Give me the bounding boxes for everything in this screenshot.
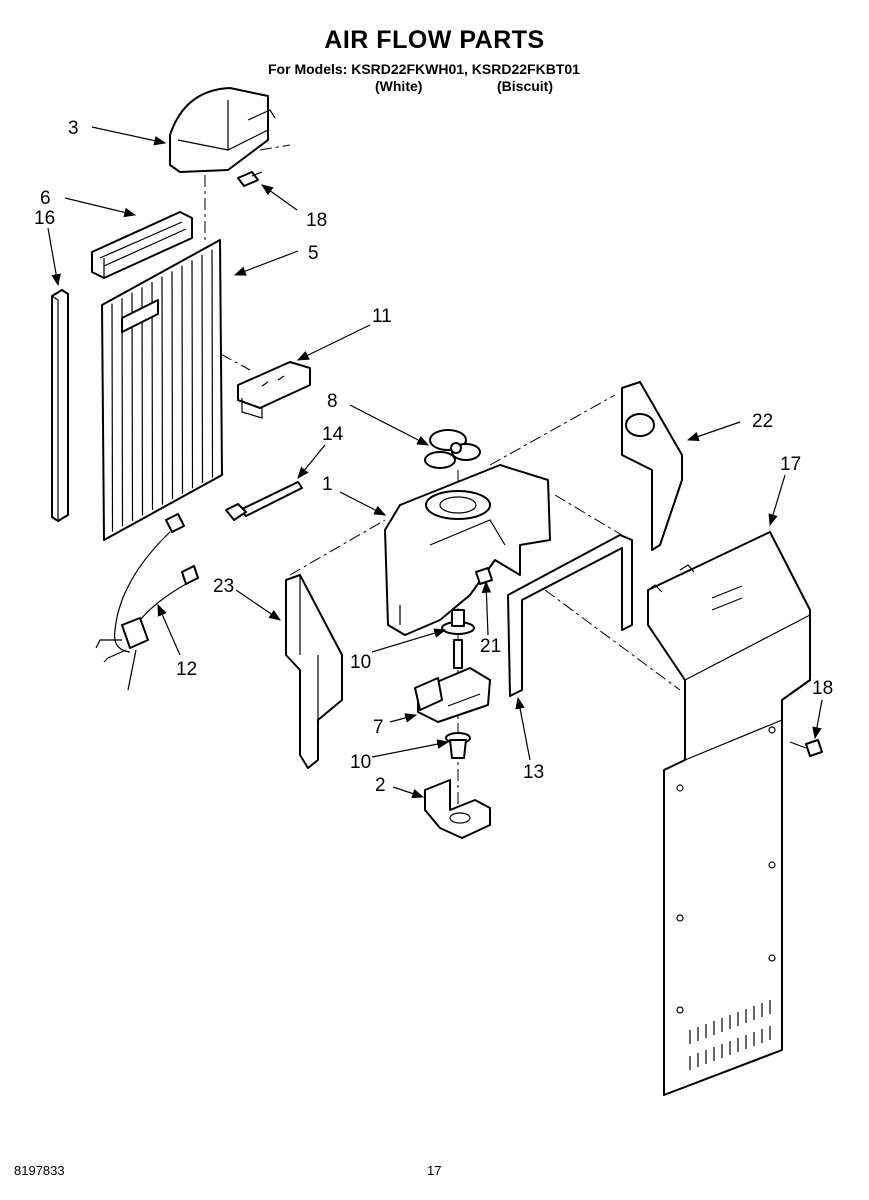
part-13-gasket: [507, 534, 633, 697]
callout-10-lower: 10: [350, 752, 371, 773]
part-17-air-duct-panel: [647, 531, 811, 1096]
part-22-side-duct: [621, 381, 683, 551]
variant-biscuit: (Biscuit): [497, 78, 553, 94]
part-14-heater: [225, 481, 303, 521]
part-10-grommet-lower: [445, 732, 471, 759]
part-18-screw-lower: [789, 739, 823, 757]
part-7-fan-motor: [414, 639, 491, 723]
callout-5: 5: [308, 243, 319, 264]
part-6-grille: [91, 211, 193, 279]
callout-2: 2: [375, 775, 386, 796]
callout-16: 16: [34, 208, 55, 229]
part-23-side-duct: [285, 574, 343, 769]
part-1-fan-shroud: [384, 464, 551, 636]
callout-18-lower: 18: [812, 678, 833, 699]
part-2-motor-bracket: [424, 779, 491, 839]
page-number: 17: [427, 1163, 442, 1178]
model-numbers: For Models: KSRD22FKWH01, KSRD22FKBT01: [268, 61, 580, 77]
callout-8: 8: [327, 391, 338, 412]
part-16-seal-strip: [51, 289, 69, 522]
callout-7: 7: [373, 717, 384, 738]
part-3-upper-cover: [169, 87, 276, 173]
part-5-evaporator-cover: [101, 239, 223, 541]
callout-3: 3: [68, 118, 79, 139]
part-11-bracket: [237, 361, 311, 419]
callout-12: 12: [176, 659, 197, 680]
callout-6: 6: [40, 188, 51, 209]
part-10-grommet-upper: [441, 609, 475, 635]
callout-13: 13: [523, 762, 544, 783]
callout-11: 11: [372, 306, 392, 327]
callout-21: 21: [480, 636, 501, 657]
callout-14: 14: [322, 424, 344, 445]
document-number: 8197833: [14, 1163, 65, 1178]
page-title: AIR FLOW PARTS: [324, 26, 545, 54]
callout-22: 22: [752, 411, 773, 432]
callout-17: 17: [780, 454, 801, 475]
callout-18-upper: 18: [306, 210, 327, 231]
part-8-fan-blade: [424, 429, 481, 469]
callout-23: 23: [213, 576, 234, 597]
part-21-screw: [475, 567, 493, 585]
part-18-screw-upper: [237, 171, 263, 187]
callout-1: 1: [322, 474, 333, 495]
part-12-wire-harness: [95, 513, 199, 691]
variant-white: (White): [375, 78, 423, 94]
callout-10-upper: 10: [350, 652, 371, 673]
